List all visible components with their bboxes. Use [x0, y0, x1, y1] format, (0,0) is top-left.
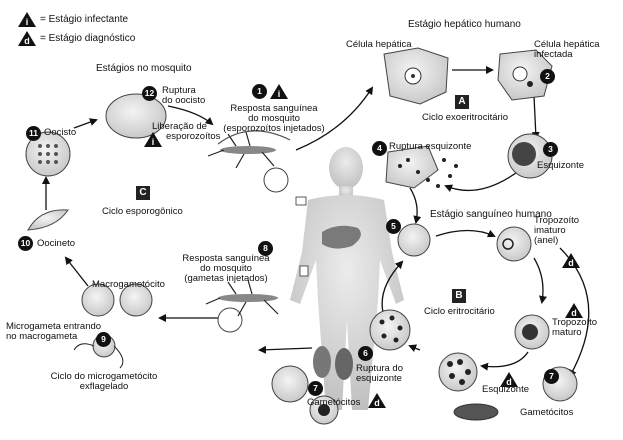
macrogametocyte-label: Macrogametócito — [92, 279, 165, 290]
heading-mosquito-stages: Estágios no mosquito — [96, 63, 192, 74]
gametocytes-left — [271, 346, 353, 425]
step-7-label-left: Gametócitos — [307, 397, 361, 408]
svg-text:d: d — [24, 36, 30, 46]
step-9-badge: 9 — [96, 332, 111, 347]
cycle-label-exoerythrocytic: Ciclo exoeritrocitário — [422, 112, 509, 123]
svg-text:d: d — [506, 377, 512, 387]
cycle-arrows — [42, 66, 590, 378]
cycle-badge-b: B — [452, 289, 466, 303]
cycle-label-erythrocytic: Ciclo eritrocitário — [424, 306, 495, 317]
step-3-label: Esquizonte — [537, 160, 585, 171]
infective-stage-icon: i — [270, 84, 288, 99]
step-2-badge: 2 — [540, 69, 555, 84]
infective-stage-icon: i — [18, 12, 36, 27]
legend-diagnostic: d= Estágio diagnóstico — [18, 31, 135, 46]
step-10-badge: 10 — [18, 236, 33, 251]
diagnostic-stage-icon: d — [565, 303, 583, 318]
oocyst-rupture — [105, 93, 167, 139]
step-10-label: Oocineto — [37, 238, 76, 249]
step-6-badge: 6 — [358, 346, 373, 361]
step-7-badge-left: 7 — [308, 381, 323, 396]
liver-icon — [322, 225, 361, 249]
step-3-badge: 3 — [543, 142, 558, 157]
diagnostic-stage-icon: d — [500, 372, 518, 387]
ring-trophozoite — [496, 226, 532, 262]
oocyst — [25, 131, 71, 177]
svg-text:d: d — [374, 398, 380, 408]
diagnostic-stage-icon: d — [18, 31, 36, 46]
blood-schizont-rupture — [369, 309, 411, 351]
sporozoite-magnify — [217, 167, 289, 333]
red-blood-cell — [397, 223, 431, 257]
step-7-label-right: Gametócitos — [520, 407, 574, 418]
schizont-rupture — [385, 145, 458, 189]
step-12-badge: 12 — [142, 86, 157, 101]
blood-schizont-label: Esquizonte — [482, 384, 530, 395]
human-figure — [290, 147, 404, 410]
legend-infective: i= Estágio infectante — [18, 12, 128, 27]
step-1-badge: 1 — [252, 84, 267, 99]
infective-stage-icon: i — [144, 132, 162, 147]
svg-text:d: d — [571, 308, 577, 318]
mosquito-icon-lower — [205, 279, 279, 317]
step-11-label: Oocisto — [44, 127, 77, 138]
diagnostic-stage-icon: d — [562, 253, 580, 268]
cycle-badge-a: A — [455, 95, 469, 109]
step-5-badge: 5 — [386, 219, 401, 234]
infected-liver-cell — [497, 49, 553, 101]
liver-cell-label: Célula hepática — [346, 39, 412, 50]
cycle-badge-c: C — [136, 186, 150, 200]
macrogametocyte — [81, 283, 153, 317]
step-8-badge: 8 — [258, 241, 273, 256]
svg-text:i: i — [26, 17, 29, 27]
step-11-badge: 11 — [26, 126, 41, 141]
mosquito-icon — [207, 130, 291, 169]
heading-human-blood: Estágio sanguíneo humano — [430, 209, 552, 220]
cycle-label-sporogonic: Ciclo esporogônico — [102, 206, 183, 217]
mature-trophozoite — [514, 314, 550, 350]
svg-text:i: i — [278, 89, 281, 99]
diagnostic-stage-icon: d — [368, 393, 386, 408]
heading-human-liver: Estágio hepático humano — [408, 19, 521, 30]
ookinete — [27, 209, 69, 231]
step-4-label: Ruptura esquizonte — [389, 141, 472, 152]
liver-schizont — [507, 133, 553, 179]
step-4-badge: 4 — [372, 141, 387, 156]
blood-schizont — [438, 352, 478, 392]
svg-text:i: i — [152, 137, 155, 147]
svg-text:d: d — [568, 258, 574, 268]
step-7-badge-right: 7 — [544, 369, 559, 384]
liver-cell — [383, 47, 449, 105]
